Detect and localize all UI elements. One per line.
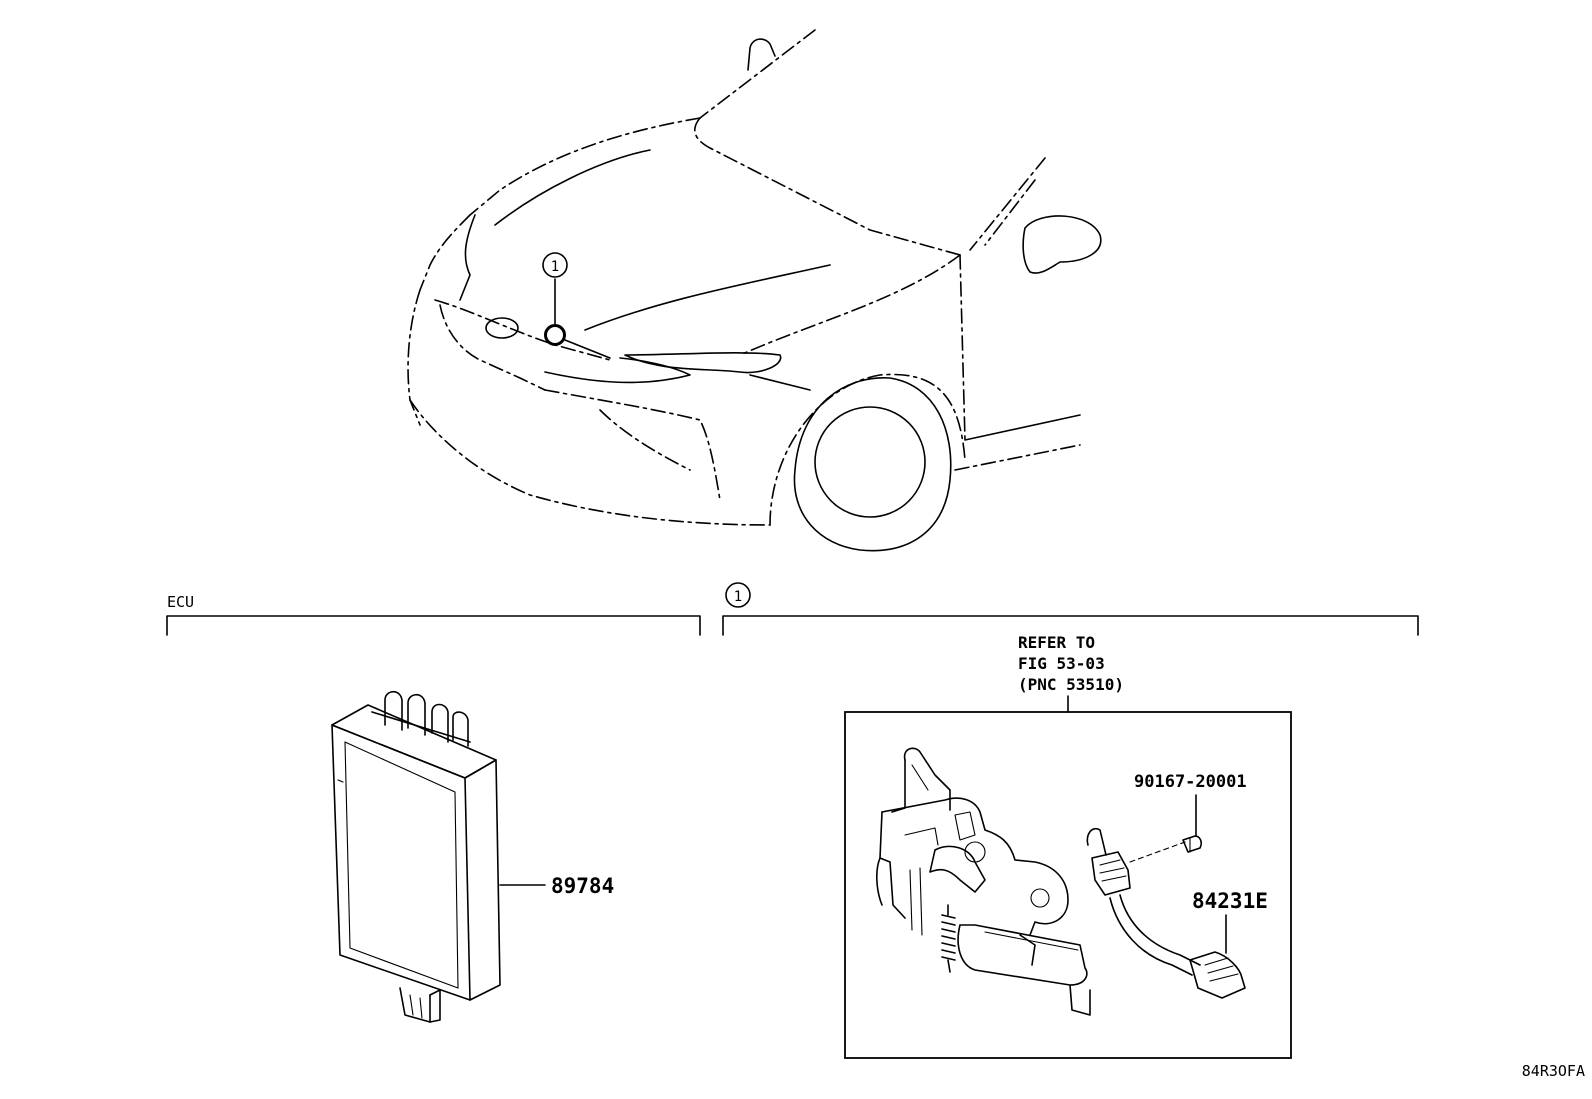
figure-code: 84R3OFA [1522,1062,1585,1080]
ecu-section-label: ECU [167,593,194,611]
refer-line-1: REFER TO [1018,633,1095,652]
bolt-part-number: 90167-20001 [1134,772,1247,792]
car-callout-number: 1 [551,259,559,275]
ecu-part-number: 89784 [551,874,614,898]
refer-note: REFER TO FIG 53-03 (PNC 53510) [1018,633,1124,713]
hood-courtesy-switch-illustration [1086,827,1246,999]
hood-lock-illustration [876,747,1091,1016]
hood-lock-section: 1 [722,582,1419,636]
car-front-illustration [407,29,1102,552]
harness-part-number: 84231E [1192,889,1268,913]
refer-line-3: (PNC 53510) [1018,675,1124,694]
bolt-illustration [1182,794,1202,853]
sensor-location-marker: 1 [542,252,611,359]
ecu-section: ECU [166,593,701,636]
ecu-module-illustration [331,690,546,1023]
hood-lock-reference-box [844,711,1292,1059]
section-callout-number: 1 [734,589,742,605]
refer-line-2: FIG 53-03 [1018,654,1105,673]
